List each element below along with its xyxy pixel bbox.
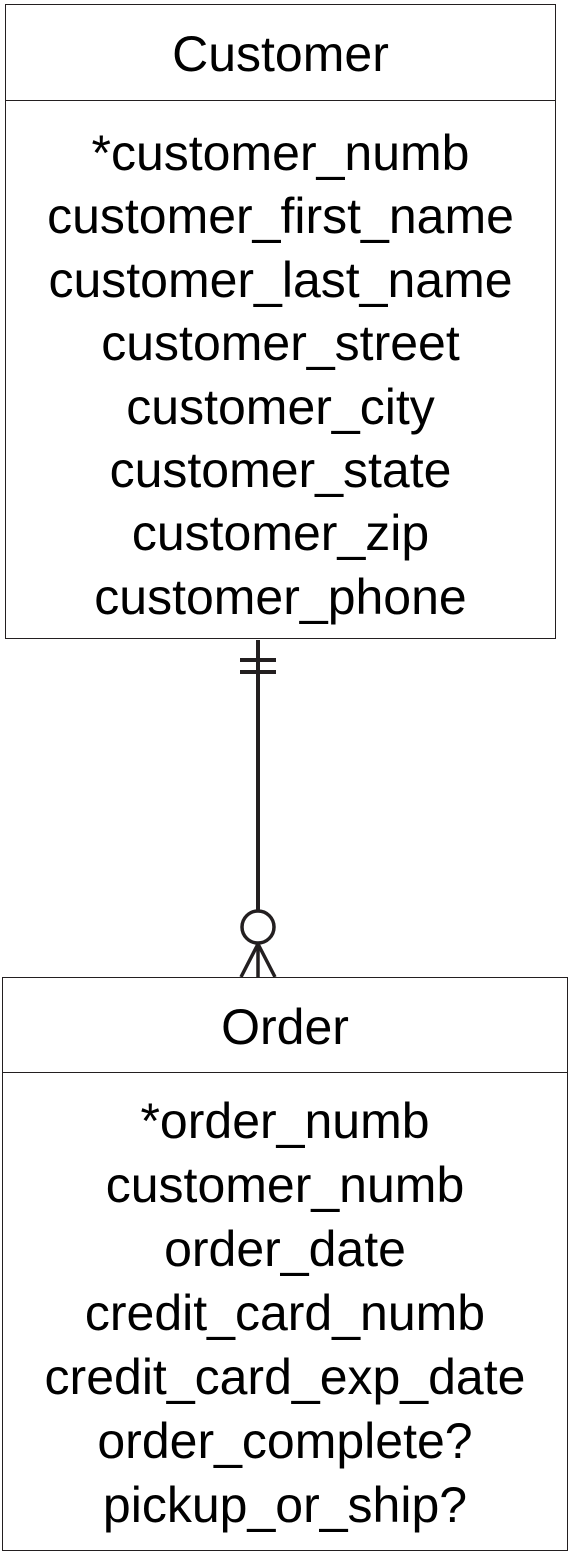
customer-attribute: customer_state xyxy=(109,442,452,499)
order-attribute: order_complete? xyxy=(97,1413,473,1469)
customer-attribute-list: *customer_numb customer_first_name custo… xyxy=(6,101,555,629)
order-attribute: order_date xyxy=(164,1221,406,1277)
crow-foot-right xyxy=(256,943,277,978)
zero-optional-circle xyxy=(240,909,276,945)
order-attribute: pickup_or_ship? xyxy=(102,1477,468,1533)
customer-entity-box: Customer *customer_numb customer_first_n… xyxy=(5,4,556,639)
customer-attribute: customer_street xyxy=(101,315,460,372)
customer-attribute: customer_last_name xyxy=(48,251,513,308)
customer-attribute: customer_city xyxy=(126,378,435,435)
order-attribute: *order_numb xyxy=(140,1093,430,1149)
customer-attribute: *customer_numb xyxy=(91,125,470,181)
order-attribute: credit_card_numb xyxy=(84,1285,486,1341)
customer-attribute: customer_first_name xyxy=(47,188,514,245)
customer-attribute: customer_phone xyxy=(94,568,467,625)
order-attribute: credit_card_exp_date xyxy=(44,1349,526,1405)
order-attribute-list: *order_numb customer_numb order_date cre… xyxy=(3,1073,567,1537)
customer-entity-title: Customer xyxy=(6,5,555,101)
customer-attribute: customer_zip xyxy=(131,505,430,562)
crow-foot-left xyxy=(239,943,260,978)
order-entity-title: Order xyxy=(3,978,567,1073)
order-entity-box: Order *order_numb customer_numb order_da… xyxy=(2,977,568,1551)
order-attribute: customer_numb xyxy=(105,1157,465,1213)
